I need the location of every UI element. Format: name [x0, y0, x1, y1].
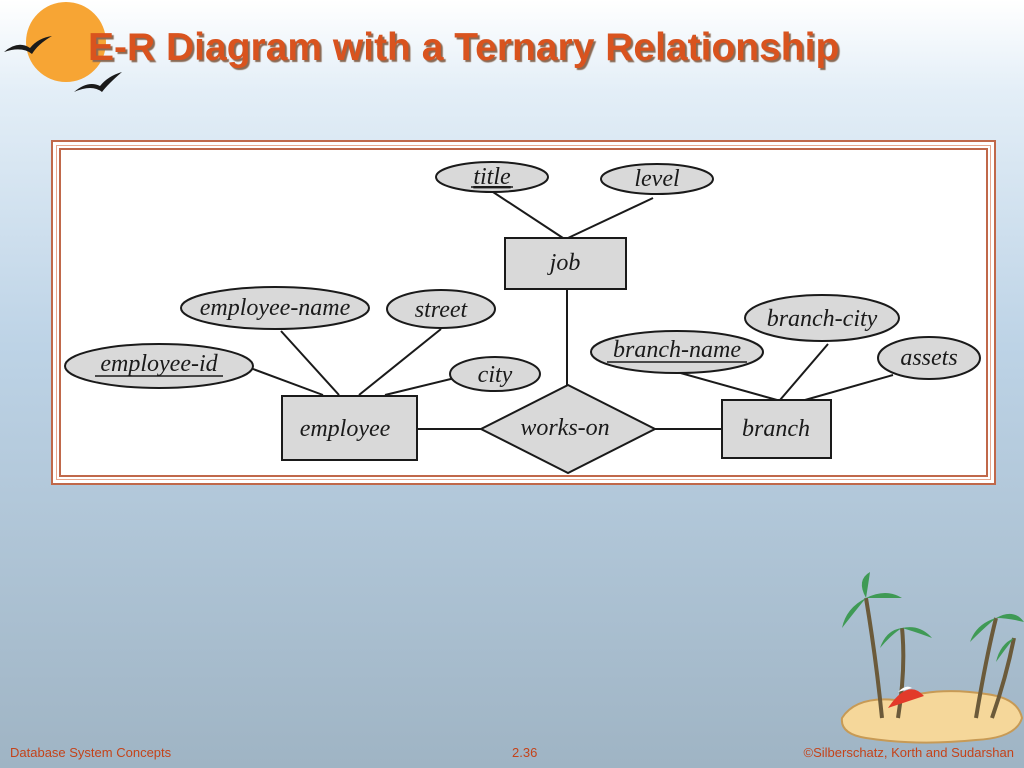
attribute-assets-label: assets: [900, 345, 957, 371]
relationship-works-on-label: works-on: [520, 415, 609, 441]
attribute-level-label: level: [634, 166, 680, 192]
attribute-branch-city: branch-city: [744, 294, 900, 342]
attribute-level: level: [600, 163, 714, 195]
footer-course-title: Database System Concepts: [10, 745, 172, 760]
entity-employee-label: employee: [300, 416, 391, 442]
relationship-works-on: works-on: [478, 383, 658, 475]
footer-copyright: ©Silberschatz, Korth and Sudarshan: [803, 745, 1014, 760]
sun-bird-logo-icon: [4, 2, 122, 92]
attribute-street-label: street: [415, 297, 469, 323]
attribute-assets: assets: [877, 336, 981, 380]
entity-job-label: job: [547, 250, 581, 276]
attribute-title-label: title: [473, 164, 511, 190]
slide-title: E-R Diagram with a Ternary Relationship: [88, 26, 840, 69]
attribute-branch-name: branch-name: [590, 330, 764, 374]
attribute-city-label: city: [478, 362, 513, 388]
attribute-employee-id-label: employee-id: [100, 351, 218, 377]
footer-slide-number: 2.36: [512, 745, 538, 760]
attribute-street: street: [386, 289, 496, 329]
entity-branch-label: branch: [742, 416, 810, 442]
attribute-city: city: [449, 356, 541, 392]
connector-lines: [252, 191, 894, 430]
attribute-branch-name-label: branch-name: [613, 337, 741, 363]
attribute-employee-id: employee-id: [64, 343, 254, 389]
entity-job: job: [504, 237, 627, 290]
attribute-employee-name-label: employee-name: [200, 295, 351, 321]
er-diagram-frame: title level job employee-name street emp…: [51, 140, 996, 485]
entity-branch: branch: [721, 399, 832, 459]
entity-employee: employee: [281, 395, 418, 461]
attribute-branch-city-label: branch-city: [767, 306, 878, 332]
attribute-employee-name: employee-name: [180, 286, 370, 330]
attribute-title: title: [435, 161, 549, 193]
er-diagram: title level job employee-name street emp…: [64, 161, 981, 475]
palm-island-icon: [840, 572, 1024, 744]
